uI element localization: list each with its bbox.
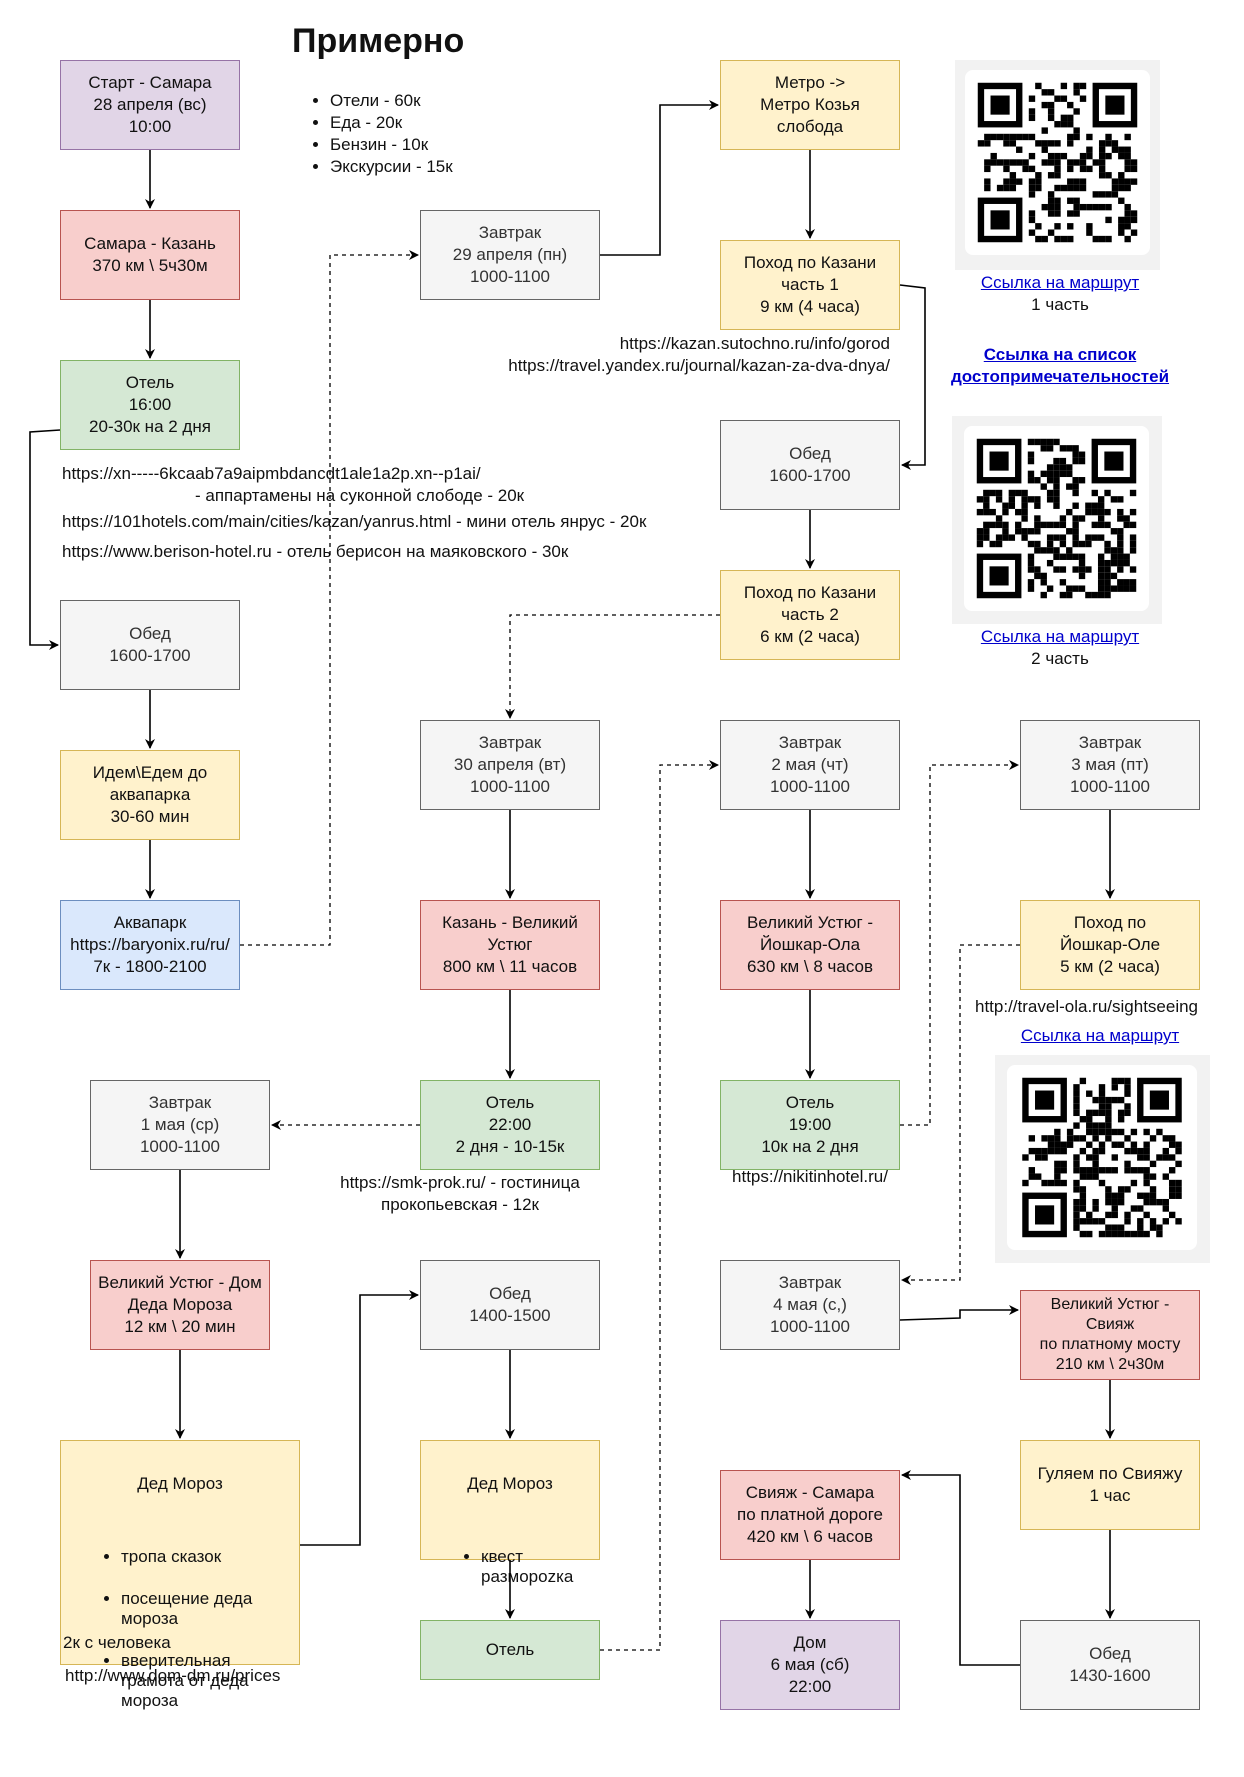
node-breakfast-may-4: Завтрак 4 мая (с,) 1000-1100 <box>720 1260 900 1350</box>
qr-code-icon <box>965 70 1150 255</box>
node-ustyug-yoshkar: Великий Устюг - Йошкар-Ола 630 км \ 8 ча… <box>720 900 900 990</box>
node-ded-moroz-1: Дед Мороз тропа сказок посещение деда мо… <box>60 1440 300 1710</box>
node-heading: Дед Мороз <box>467 1474 553 1493</box>
budget-item: Отели - 60к <box>330 90 453 112</box>
activity-item: вверительная грамота от деда мороза <box>121 1651 291 1711</box>
edge <box>600 100 719 256</box>
node-samara-kazan: Самара - Казань 370 км \ 5ч30м <box>60 210 240 300</box>
node-walk-sviyazh: Гуляем по Свияжу 1 час <box>1020 1440 1200 1530</box>
node-home: Дом 6 мая (сб) 22:00 <box>720 1620 900 1710</box>
edge-dashed <box>901 944 1020 1285</box>
edge <box>300 1290 419 1546</box>
node-ded-moroz-2: Дед Мороз квест размороzка <box>420 1440 600 1586</box>
activity-item: посещение деда мороза <box>121 1589 291 1629</box>
node-lunch-1: Обед 1600-1700 <box>60 600 240 690</box>
node-breakfast-may-3: Завтрак 3 мая (пт) 1000-1100 <box>1020 720 1200 810</box>
edge-dashed <box>600 760 719 1651</box>
budget-list: Отели - 60к Еда - 20к Бензин - 10к Экску… <box>308 90 453 178</box>
activity-item: тропа сказок <box>121 1547 291 1567</box>
activity-item: квест размороzка <box>481 1547 591 1587</box>
edge-dashed <box>900 760 1019 1126</box>
price-note: 2к с человека <box>63 1633 171 1652</box>
route-link-1-sub: 1 часть <box>1031 295 1089 314</box>
nikitin-link[interactable]: https://nikitinhotel.ru/ <box>732 1167 888 1186</box>
route-link-3[interactable]: Ссылка на маршрут <box>1020 1026 1180 1045</box>
node-aquapark: Аквапарк https://baryonix.ru/ru/ 7к - 18… <box>60 900 240 990</box>
node-breakfast-apr-29: Завтрак 29 апреля (пн) 1000-1100 <box>420 210 600 300</box>
qr-code-route-1[interactable] <box>955 60 1160 270</box>
node-lunch-2: Обед 1600-1700 <box>720 420 900 510</box>
node-walk-kazan-1: Поход по Казани часть 1 9 км (4 часа) <box>720 240 900 330</box>
route-link-1[interactable]: Ссылка на маршрут <box>980 273 1140 292</box>
node-breakfast-may-1: Завтрак 1 мая (ср) 1000-1100 <box>90 1080 270 1170</box>
dom-dm-link[interactable]: http://www.dom-dm.ru/prices <box>65 1666 281 1685</box>
hotel-link[interactable]: https://xn-----6kcaab7a9aipmbdancdt1ale1… <box>62 464 481 483</box>
sights-link[interactable]: Ссылка на список достопримечательностей <box>950 345 1170 386</box>
node-hotel-yoshkar: Отель 19:00 10к на 2 дня <box>720 1080 900 1170</box>
qr-code-icon <box>964 426 1149 611</box>
node-breakfast-apr-30: Завтрак 30 апреля (вт) 1000-1100 <box>420 720 600 810</box>
edge <box>29 429 61 650</box>
node-go-aquapark: Идем\Едем до аквапарка 30-60 мин <box>60 750 240 840</box>
edge-dashed <box>240 250 419 946</box>
edge-dashed <box>505 614 720 719</box>
travel-ola-link[interactable]: http://travel-ola.ru/sightseeing <box>975 997 1199 1016</box>
edge <box>901 1470 1020 1666</box>
hotel-link[interactable]: https://101hotels.com/main/cities/kazan/… <box>62 512 647 531</box>
node-kazan-ustyug: Казань - Великий Устюг 800 км \ 11 часов <box>420 900 600 990</box>
node-walk-yoshkar: Поход по Йошкар-Оле 5 км (2 часа) <box>1020 900 1200 990</box>
node-ustyug-sviyazh: Великий Устюг - Свияж по платному мосту … <box>1020 1290 1200 1380</box>
qr-code-route-2[interactable] <box>952 416 1162 624</box>
node-ustyug-dom: Великий Устюг - Дом Деда Мороза 12 км \ … <box>90 1260 270 1350</box>
node-breakfast-may-2: Завтрак 2 мая (чт) 1000-1100 <box>720 720 900 810</box>
edge <box>899 1305 1019 1321</box>
node-sviyazh-samara: Свияж - Самара по платной дороге 420 км … <box>720 1470 900 1560</box>
node-hotel-kazan: Отель 16:00 20-30к на 2 дня <box>60 360 240 450</box>
hotel-note: - аппартамены на суконной слободе - 20к <box>195 486 525 505</box>
node-hotel-ustyug: Отель 22:00 2 дня - 10-15к <box>420 1080 600 1170</box>
node-metro: Метро -> Метро Козья слобода <box>720 60 900 150</box>
budget-item: Бензин - 10к <box>330 134 453 156</box>
node-lunch-4: Обед 1430-1600 <box>1020 1620 1200 1710</box>
hotel-smk-link[interactable]: https://smk-prok.ru/ - гостиница прокопь… <box>340 1173 580 1214</box>
qr-code-icon <box>1007 1065 1197 1250</box>
hotel-link[interactable]: https://www.berison-hotel.ru - отель бер… <box>62 542 569 561</box>
route-link-2-sub: 2 часть <box>1031 649 1089 668</box>
edge <box>899 284 926 470</box>
node-start: Старт - Самара 28 апреля (вс) 10:00 <box>60 60 240 150</box>
node-walk-kazan-2: Поход по Казани часть 2 6 км (2 часа) <box>720 570 900 660</box>
node-hotel-3: Отель <box>420 1620 600 1680</box>
qr-code-route-3[interactable] <box>995 1055 1210 1263</box>
activity-list: тропа сказок посещение деда мороза ввери… <box>61 1525 291 1733</box>
page-title: Примерно <box>292 22 465 60</box>
budget-item: Еда - 20к <box>330 112 453 134</box>
budget-item: Экскурсии - 15к <box>330 156 453 178</box>
activity-list: квест размороzка <box>421 1525 591 1609</box>
node-heading: Дед Мороз <box>137 1474 223 1493</box>
node-lunch-3: Обед 1400-1500 <box>420 1260 600 1350</box>
kazan-links[interactable]: https://kazan.sutochno.ru/info/gorod htt… <box>508 334 890 375</box>
route-link-2[interactable]: Ссылка на маршрут <box>980 627 1140 646</box>
